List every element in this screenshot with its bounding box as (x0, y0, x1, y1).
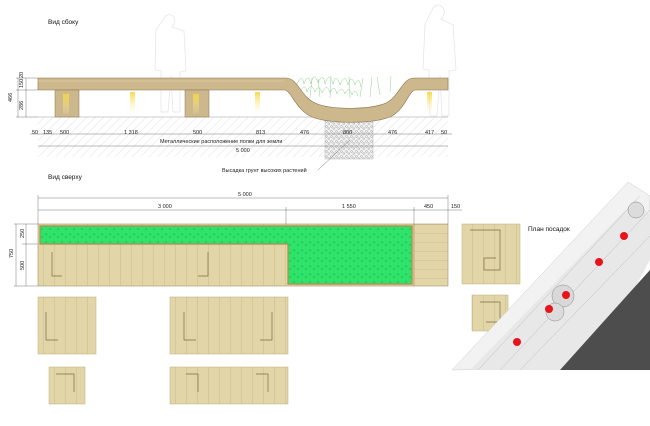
human-silhouette-icon-2 (422, 4, 457, 117)
gravel-pit (324, 116, 374, 160)
planting-plan-title: План посадок (528, 226, 570, 233)
top-dim-250: 250 (20, 229, 26, 238)
side-total-length: 5 000 (236, 148, 250, 154)
dim-b-1: 135 (43, 130, 52, 136)
dim-height-leg: 286 (19, 101, 25, 110)
plant-foliage (295, 75, 392, 99)
planting-plan-map (451, 181, 650, 371)
ground-hatch (38, 117, 448, 157)
top-seg-1: 3 000 (158, 204, 172, 210)
top-planter-grass (39, 225, 413, 285)
dim-b-8: 476 (388, 130, 397, 136)
top-dim-500: 500 (20, 261, 26, 270)
side-view-title: Вид сбоку (48, 18, 79, 26)
top-dimensions: 5 000 3 000 1 550 450 150 (37, 192, 462, 224)
dim-height-top: 20 (19, 72, 25, 78)
planting-point-4 (545, 305, 553, 313)
human-silhouette-icon (154, 14, 187, 113)
dim-b-9: 417 (425, 130, 434, 136)
top-bench-seams (51, 252, 209, 277)
dim-b-5: 813 (256, 130, 265, 136)
planting-point-5 (513, 338, 521, 346)
planting-point-1 (620, 232, 628, 240)
leader-line (317, 139, 351, 171)
light-fixtures (63, 92, 432, 114)
top-left-dimensions: 250 500 750 (9, 223, 38, 287)
side-bottom-dimensions: 50 135 500 1 318 500 813 476 800 476 417… (30, 130, 452, 136)
dim-height-total: 466 (8, 93, 14, 102)
dim-b-4: 500 (193, 130, 202, 136)
dim-b-2: 500 (60, 130, 69, 136)
dim-b-6: 476 (300, 130, 309, 136)
top-seg-2: 1 550 (342, 204, 356, 210)
detail-tiles (37, 223, 521, 405)
note-planting: Высадка грунт высоких растений (222, 167, 307, 174)
note-shelves: Металлические расположение полки для зем… (160, 139, 282, 145)
dark-ground-area (560, 270, 650, 370)
dim-b-10: 50 (441, 130, 447, 136)
dim-b-0: 50 (32, 130, 38, 136)
planting-point-3 (562, 291, 570, 299)
top-total: 5 000 (238, 192, 252, 198)
top-bench-end (413, 223, 449, 287)
dim-b-3: 1 318 (124, 130, 138, 136)
planting-point-2 (595, 258, 603, 266)
dim-b-7: 800 (343, 130, 352, 136)
top-view-title: Вид сверху (48, 174, 83, 181)
dim-height-seat: 150 (19, 79, 25, 88)
tree-canopy-3 (627, 201, 645, 219)
side-height-dimensions: 466 150 20 286 (8, 72, 38, 118)
top-seg-3: 450 (424, 204, 433, 210)
bench-body (37, 77, 449, 123)
top-dim-750: 750 (9, 249, 15, 258)
top-seg-4: 150 (451, 204, 460, 210)
